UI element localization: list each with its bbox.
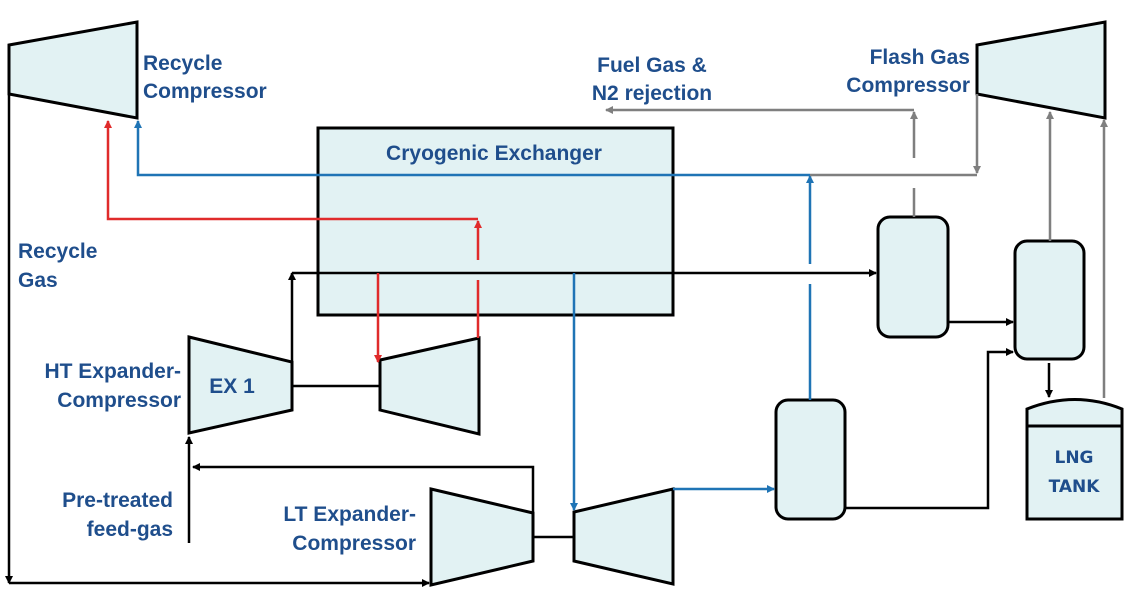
ht-expander-label-1: HT Expander- bbox=[44, 360, 181, 383]
pretreated-label-1: Pre-treated bbox=[62, 489, 173, 512]
recycle-compressor-label-2: Compressor bbox=[143, 80, 267, 103]
fuel-gas-label-2: N2 rejection bbox=[592, 82, 712, 105]
lng-tank bbox=[1025, 398, 1124, 521]
red-to-recycle-line bbox=[104, 120, 478, 221]
lng-tank-label-2: TANK bbox=[1049, 477, 1101, 497]
pretreated-label-2: feed-gas bbox=[87, 518, 173, 541]
flash-gas-label-1: Flash Gas bbox=[870, 46, 970, 69]
recycle-compressor bbox=[7, 20, 139, 120]
recycle-gas-label-1: Recycle bbox=[18, 240, 97, 263]
fuel-gas-label-1: Fuel Gas & bbox=[597, 54, 707, 77]
flash-gas-label-2: Compressor bbox=[846, 74, 970, 97]
lt-expander-label-2: Compressor bbox=[292, 532, 416, 555]
blue-to-recycle-line bbox=[134, 120, 810, 177]
ex1-label: EX 1 bbox=[209, 375, 255, 398]
recycle-compressor-label-1: Recycle bbox=[143, 52, 222, 75]
flash-drum-1 bbox=[876, 215, 950, 339]
ht-expander-label-2: Compressor bbox=[57, 389, 181, 412]
lt-expander-label-1: LT Expander- bbox=[283, 503, 416, 526]
flash-gas-compressor bbox=[975, 20, 1107, 120]
lng-tank-label-1: LNG bbox=[1054, 448, 1093, 468]
cryogenic-exchanger-label: Cryogenic Exchanger bbox=[386, 142, 602, 165]
ht-expander bbox=[187, 335, 294, 435]
recycle-gas-label-2: Gas bbox=[18, 269, 58, 292]
lt-compressor bbox=[572, 487, 675, 586]
lt-to-ht-line bbox=[192, 463, 535, 513]
lt-expander bbox=[429, 487, 535, 587]
separator-to-drum2-line bbox=[845, 348, 1014, 510]
ht-compressor bbox=[378, 336, 481, 436]
flash-drum-2 bbox=[1013, 239, 1086, 361]
separator-drum bbox=[774, 398, 847, 521]
